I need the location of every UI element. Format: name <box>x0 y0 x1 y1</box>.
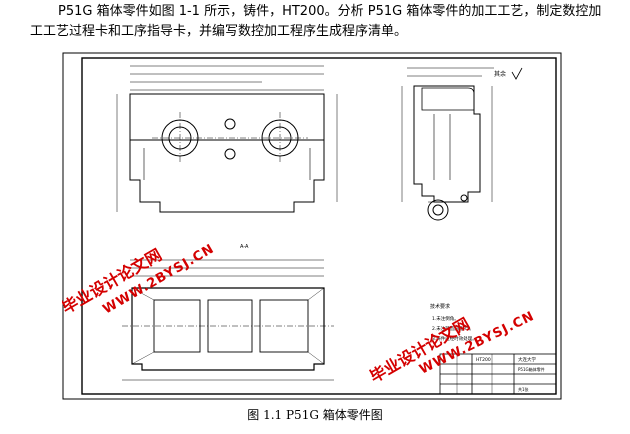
engineering-drawing: 其余 A-A 技术要求 1.未注倒角。 2.未注铸造圆角R5。 3.铸件应经时效… <box>62 52 562 400</box>
tech-req-item-2: 2.未注铸造圆角R5。 <box>432 325 474 332</box>
title-block-part-name: P51G箱体零件 <box>518 366 545 372</box>
tech-req-item-3: 3.铸件应经时效处理。 <box>432 335 477 342</box>
title-block-material: HT200 <box>476 357 491 363</box>
section-label: A-A <box>240 244 249 250</box>
intro-text: P51G 箱体零件如图 1-1 所示，铸件，HT200。分析 P51G 箱体零件… <box>30 4 602 39</box>
front-view <box>116 65 338 213</box>
tech-req-title: 技术要求 <box>430 303 450 310</box>
tech-req-item-1: 1.未注倒角。 <box>432 315 459 322</box>
title-block-company: 大连大学 <box>518 356 536 363</box>
title-block <box>439 353 557 395</box>
figure-caption: 图 1.1 P51G 箱体零件图 <box>247 408 383 422</box>
roughness-label: 其余 <box>494 70 506 78</box>
technical-requirements: 技术要求 1.未注倒角。 2.未注铸造圆角R5。 3.铸件应经时效处理。 <box>430 303 477 342</box>
section-view <box>122 259 334 381</box>
side-view <box>401 67 494 221</box>
title-block-sheet: 共1张 <box>518 386 529 392</box>
intro-paragraph: P51G 箱体零件如图 1-1 所示，铸件，HT200。分析 P51G 箱体零件… <box>30 2 610 42</box>
